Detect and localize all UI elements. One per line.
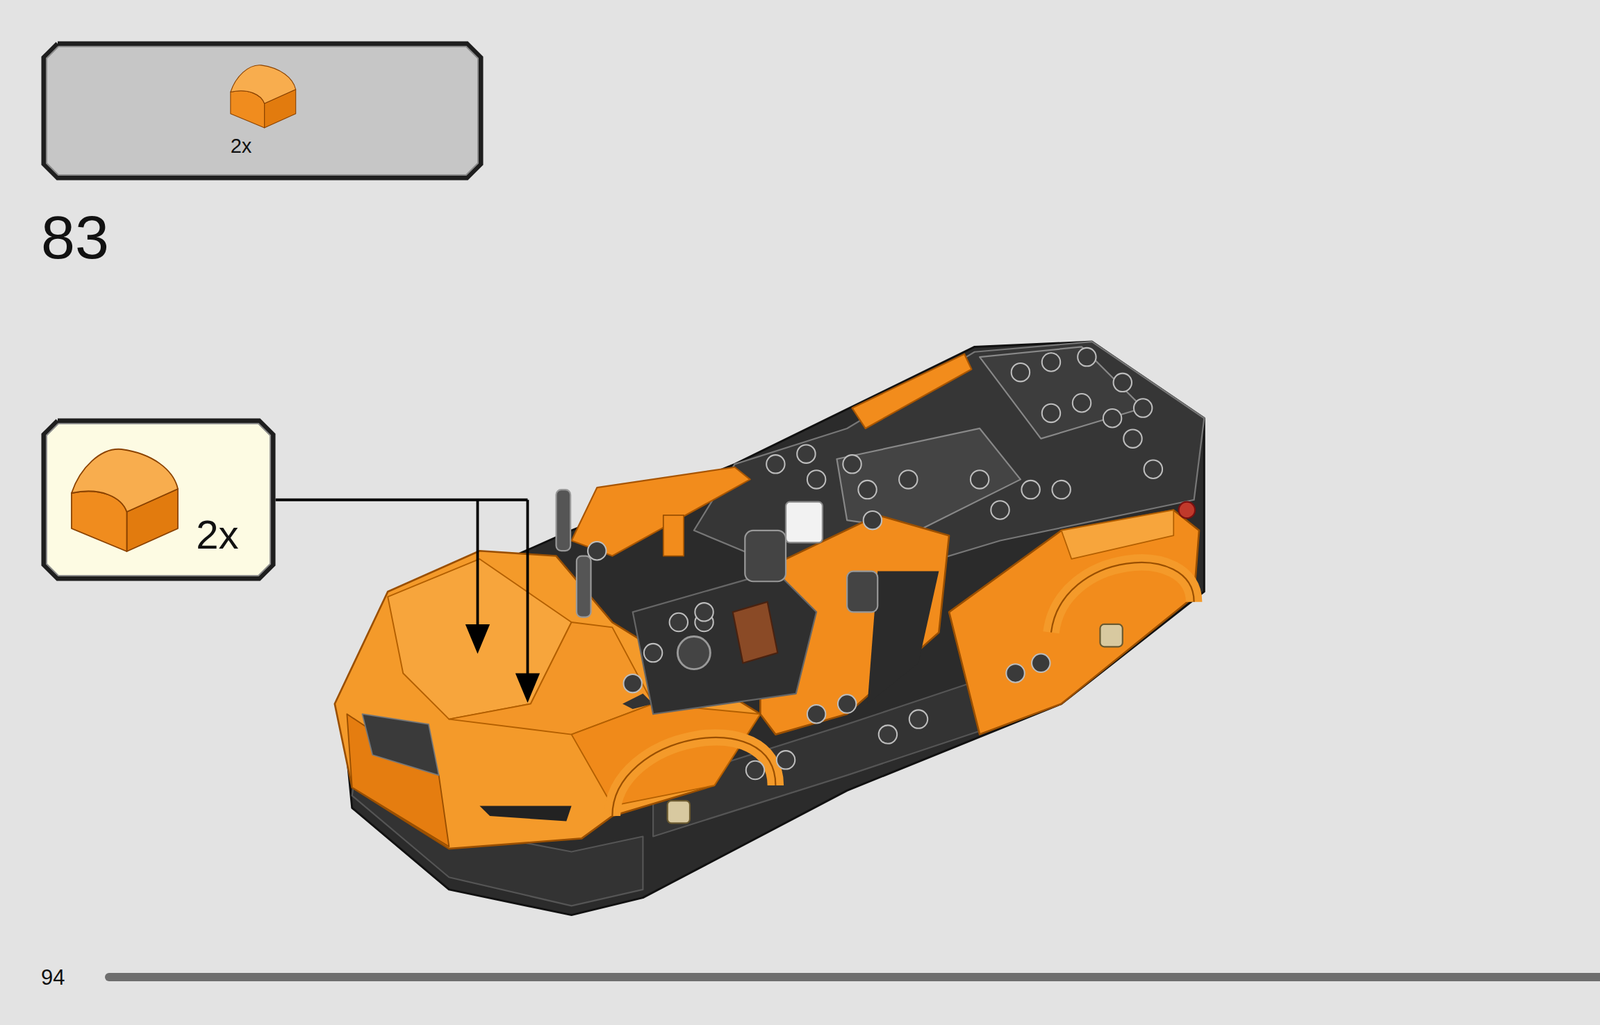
stud <box>1133 398 1152 417</box>
stud <box>842 455 861 474</box>
stud <box>878 725 897 744</box>
stud <box>766 455 785 474</box>
stud <box>909 710 928 729</box>
brick-icon <box>71 449 178 552</box>
parts-list-box: 2x <box>40 40 484 181</box>
stud <box>1005 664 1025 683</box>
stud <box>796 444 815 463</box>
stud <box>1144 459 1163 478</box>
box-outline <box>40 418 276 582</box>
stud <box>970 470 989 489</box>
page-number: 94 <box>40 967 65 989</box>
stud <box>623 674 642 693</box>
stud <box>1072 393 1091 412</box>
stud <box>1123 429 1142 448</box>
stud <box>1077 348 1096 367</box>
stud <box>1051 480 1070 499</box>
leader-line <box>275 500 529 681</box>
step-number: 83 <box>40 207 110 269</box>
stud <box>1042 404 1061 423</box>
stud <box>644 644 663 663</box>
stud <box>694 603 713 622</box>
stud <box>587 541 606 560</box>
brick-icon <box>230 65 296 128</box>
stud <box>1031 654 1050 673</box>
stud <box>863 511 882 530</box>
stud <box>1042 352 1061 371</box>
arrowhead <box>465 624 540 704</box>
box-outline <box>40 40 484 181</box>
quantity-label: 2x <box>195 514 239 556</box>
stud <box>1113 373 1132 392</box>
stud <box>1103 409 1122 428</box>
stud <box>776 751 795 770</box>
progress-bar <box>104 973 1600 982</box>
stud <box>990 500 1009 519</box>
stud <box>746 761 765 780</box>
stud <box>807 470 826 489</box>
stud <box>1011 363 1030 382</box>
quantity-label: 2x <box>230 136 253 157</box>
car-model <box>275 341 1205 916</box>
stud <box>858 480 877 499</box>
stud <box>1021 480 1040 499</box>
stud <box>837 694 856 713</box>
stud <box>669 613 688 632</box>
callout-box: 2x <box>40 418 276 582</box>
stud <box>899 470 918 489</box>
stud <box>807 705 826 724</box>
